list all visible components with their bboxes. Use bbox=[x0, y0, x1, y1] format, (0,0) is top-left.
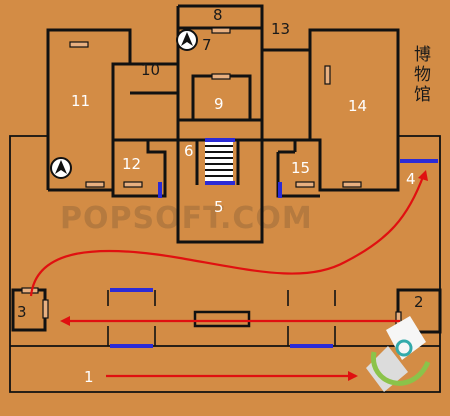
route-arrowheads bbox=[60, 170, 428, 381]
room-label-6: 6 bbox=[184, 142, 194, 160]
room-label-1: 1 bbox=[84, 368, 94, 386]
doors bbox=[21, 27, 402, 331]
museum-label-char-1: 博 bbox=[414, 45, 431, 65]
room-label-15: 15 bbox=[291, 159, 310, 177]
room-label-11: 11 bbox=[71, 92, 90, 110]
outer-walls bbox=[9, 135, 441, 393]
museum-label-char-3: 馆 bbox=[414, 85, 431, 105]
corridor-partitions bbox=[107, 290, 336, 346]
center-display-case bbox=[193, 310, 251, 328]
room-label-3: 3 bbox=[17, 303, 27, 321]
museum-label-char-2: 物 bbox=[414, 65, 431, 85]
room-label-5: 5 bbox=[214, 198, 224, 216]
room-label-9: 9 bbox=[214, 95, 224, 113]
room-label-10: 10 bbox=[141, 61, 160, 79]
route-path bbox=[29, 173, 426, 378]
room-label-13: 13 bbox=[271, 20, 290, 38]
passages bbox=[110, 138, 438, 348]
staircase bbox=[205, 142, 233, 182]
room-label-12: 12 bbox=[122, 155, 141, 173]
room-label-14: 14 bbox=[348, 97, 367, 115]
room-label-2: 2 bbox=[414, 293, 424, 311]
site-logo bbox=[366, 316, 431, 392]
direction-marker-7-icon bbox=[176, 29, 198, 51]
room-label-8: 8 bbox=[213, 6, 223, 24]
room-label-7: 7 bbox=[202, 36, 212, 54]
watermark-text: POPSOFT.COM bbox=[60, 201, 313, 236]
direction-marker-11-icon bbox=[50, 157, 72, 179]
room-label-4: 4 bbox=[406, 170, 416, 188]
